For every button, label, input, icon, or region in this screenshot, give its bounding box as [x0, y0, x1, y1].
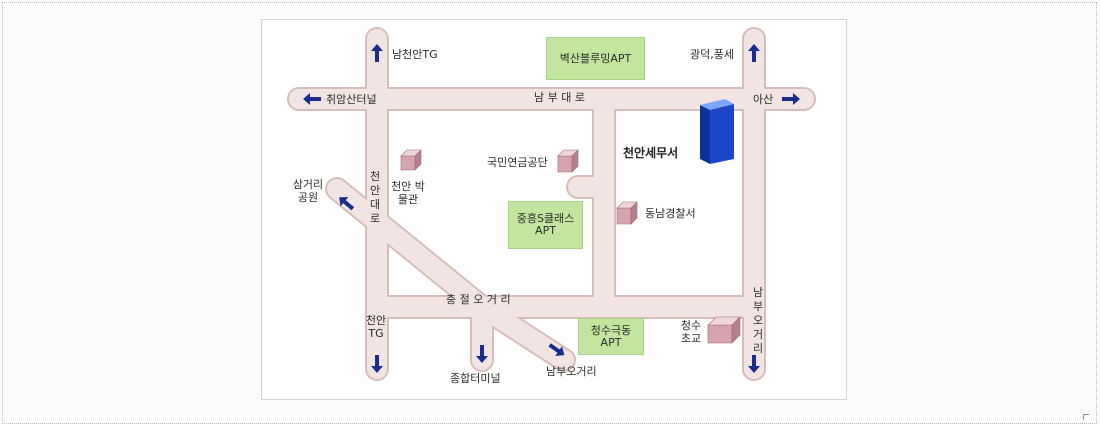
arrow-down-terminal-icon-shape: [476, 345, 488, 363]
direction-label-nambu-ogeori: 남부오거리: [546, 365, 597, 378]
road-label-nambu-daero: 남 부 대 로: [534, 91, 585, 104]
arrow-up-namcheonan-tg-icon: [371, 44, 383, 62]
direction-label-terminal: 종합터미널: [450, 372, 501, 385]
arrow-diag-nambu-ogeori-icon: [548, 343, 565, 357]
police-building-icon-side: [630, 201, 638, 225]
tax-office-building-icon: [700, 99, 734, 164]
arrow-up-gwangdeok-icon: [748, 44, 760, 62]
arrow-right-asan-icon: [782, 93, 800, 105]
arrow-down-cheonan-tg-icon: [371, 355, 383, 373]
direction-label-samgeori-park: 삼거리 공원: [292, 178, 324, 204]
tax-office-side: [700, 105, 710, 164]
landmark-label-museum: 천안 박물관: [391, 180, 425, 206]
building-icons: [400, 99, 741, 344]
arrow-down-terminal-icon: [476, 345, 488, 363]
apt-cheongsu-label: 청수극동 APT: [590, 323, 632, 349]
school-building-icon-front: [707, 324, 733, 344]
road-label-nambu-ogeori: 남부오거리: [752, 286, 764, 355]
apt-jungheung-label: 중흥S클래스 APT: [516, 212, 575, 237]
arrow-diag-samgeori-icon-shape: [339, 197, 355, 211]
apt-byeoksan-label: 벽산블루밍APT: [559, 51, 632, 65]
arrow-right-asan-icon-shape: [782, 93, 800, 105]
road-label-cheonan-daero: 천 안 대 로: [369, 170, 381, 225]
direction-arrows: [303, 44, 800, 373]
map-panel: 남 부 대 로 천 안 대 로 충 절 오 거 리 남부오거리 남천안TG 광덕…: [261, 19, 847, 400]
museum-building-icon-side: [414, 149, 422, 171]
landmark-label-school: 청수 초교: [680, 319, 702, 345]
museum-building-icon: [400, 149, 422, 171]
arrow-down-nambu-ogeori-icon: [748, 355, 760, 373]
nps-building-icon: [557, 149, 579, 173]
direction-label-gwangdeok: 광덕,풍세: [690, 48, 734, 61]
direction-label-asan: 아산: [753, 93, 774, 106]
police-building-icon-front: [616, 207, 632, 225]
apt-byeoksan: 벽산블루밍APT: [546, 37, 645, 80]
landmark-label-police: 동남경찰서: [645, 207, 696, 220]
tax-office-front: [710, 104, 734, 164]
arrow-diag-nambu-ogeori-icon-shape: [548, 343, 565, 357]
direction-label-namcheonan-tg: 남천안TG: [392, 48, 438, 61]
apt-jungheung: 중흥S클래스 APT: [508, 201, 583, 249]
arrow-left-chwiamsan-icon: [303, 93, 321, 105]
nps-building-icon-side: [571, 149, 579, 173]
nps-building-icon-front: [557, 155, 573, 173]
school-building-icon-side: [731, 316, 741, 344]
apt-cheongsu: 청수극동 APT: [578, 318, 644, 355]
landmark-label-nps: 국민연금공단: [487, 156, 548, 169]
map-canvas: [287, 27, 816, 381]
landmark-label-tax-office: 천안세무서: [623, 146, 679, 160]
arrow-diag-samgeori-icon: [339, 197, 355, 211]
arrow-down-nambu-ogeori-icon-shape: [748, 355, 760, 373]
police-building-icon: [616, 201, 638, 225]
school-building-icon: [707, 316, 741, 344]
arrow-left-chwiamsan-icon-shape: [303, 93, 321, 105]
museum-building-icon-front: [400, 155, 416, 171]
arrow-up-namcheonan-tg-icon-shape: [371, 44, 383, 62]
direction-label-cheonan-tg: 천안 TG: [365, 314, 387, 340]
tax-office-top: [700, 99, 734, 110]
resize-corner-mark: [1083, 414, 1089, 420]
arrow-down-cheonan-tg-icon-shape: [371, 355, 383, 373]
arrow-up-gwangdeok-icon-shape: [748, 44, 760, 62]
road-network: [289, 29, 814, 379]
road-label-chungjeol-ogeori: 충 절 오 거 리: [446, 293, 511, 306]
direction-label-chwiamsan-tunnel: 취암산터널: [326, 93, 377, 106]
